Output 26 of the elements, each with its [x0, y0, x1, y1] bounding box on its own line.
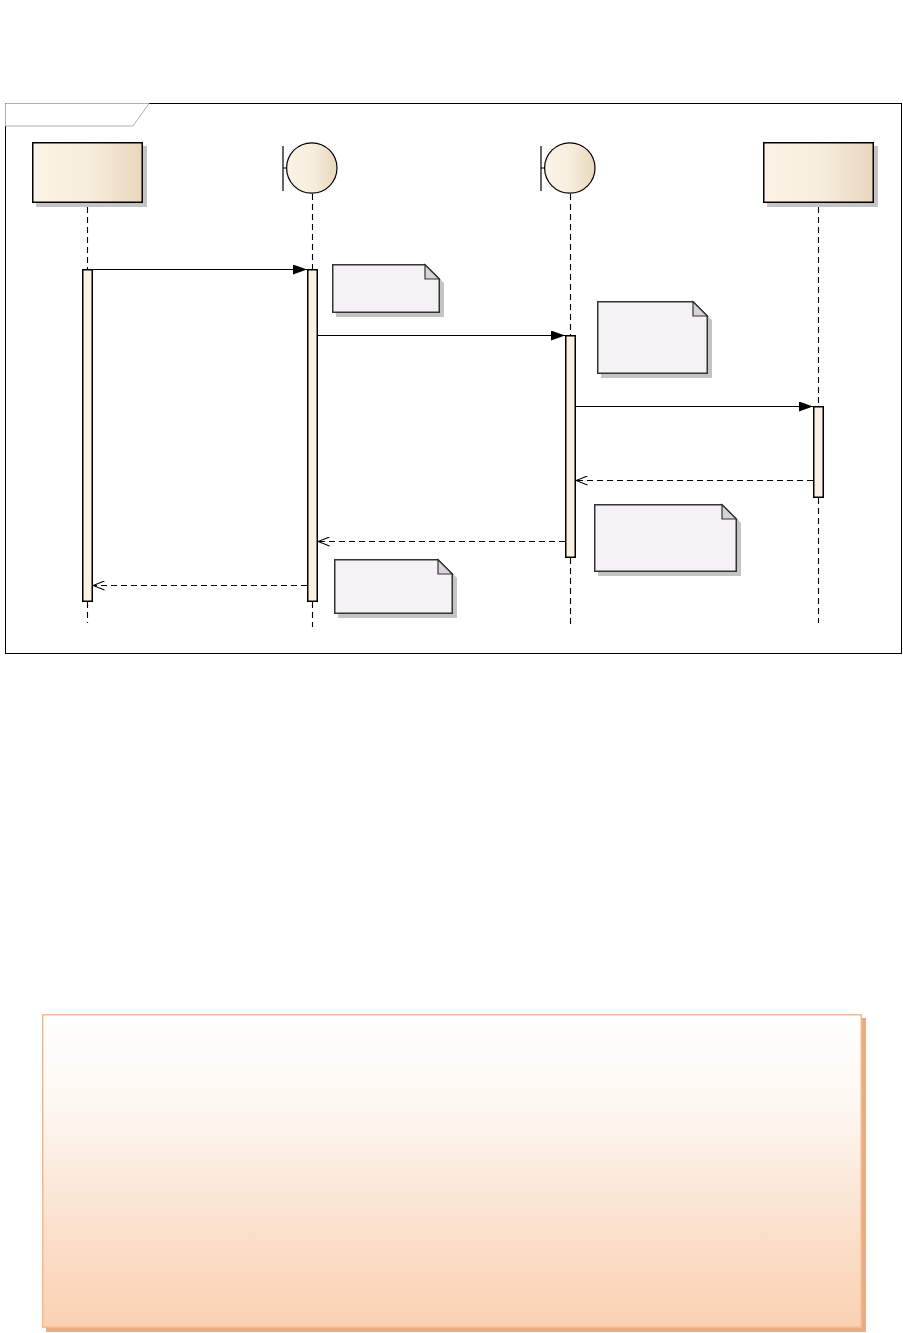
note-shape — [334, 559, 457, 618]
activation-bar — [813, 406, 824, 498]
activation-bar — [82, 269, 93, 602]
lifeline — [86, 206, 89, 270]
note-shape — [594, 504, 741, 576]
participant-box — [32, 142, 147, 207]
activation-bar — [307, 269, 318, 602]
sequence-frame — [5, 103, 902, 654]
return-arrow — [317, 536, 566, 547]
lifeline — [817, 497, 820, 624]
boundary-circle — [540, 142, 596, 194]
message-arrow — [317, 330, 566, 341]
return-arrow — [575, 475, 814, 486]
lifeline — [86, 601, 89, 624]
panel — [42, 1014, 866, 1332]
message-arrow — [575, 401, 814, 412]
note-shape — [332, 264, 444, 317]
activation-bar — [565, 335, 576, 558]
participant-box — [763, 142, 878, 207]
lifeline — [311, 601, 314, 628]
return-arrow — [92, 580, 308, 591]
lifeline — [569, 193, 572, 336]
lifeline — [311, 193, 314, 270]
boundary-circle — [282, 142, 338, 194]
note-shape — [597, 301, 712, 378]
message-arrow — [92, 264, 308, 275]
